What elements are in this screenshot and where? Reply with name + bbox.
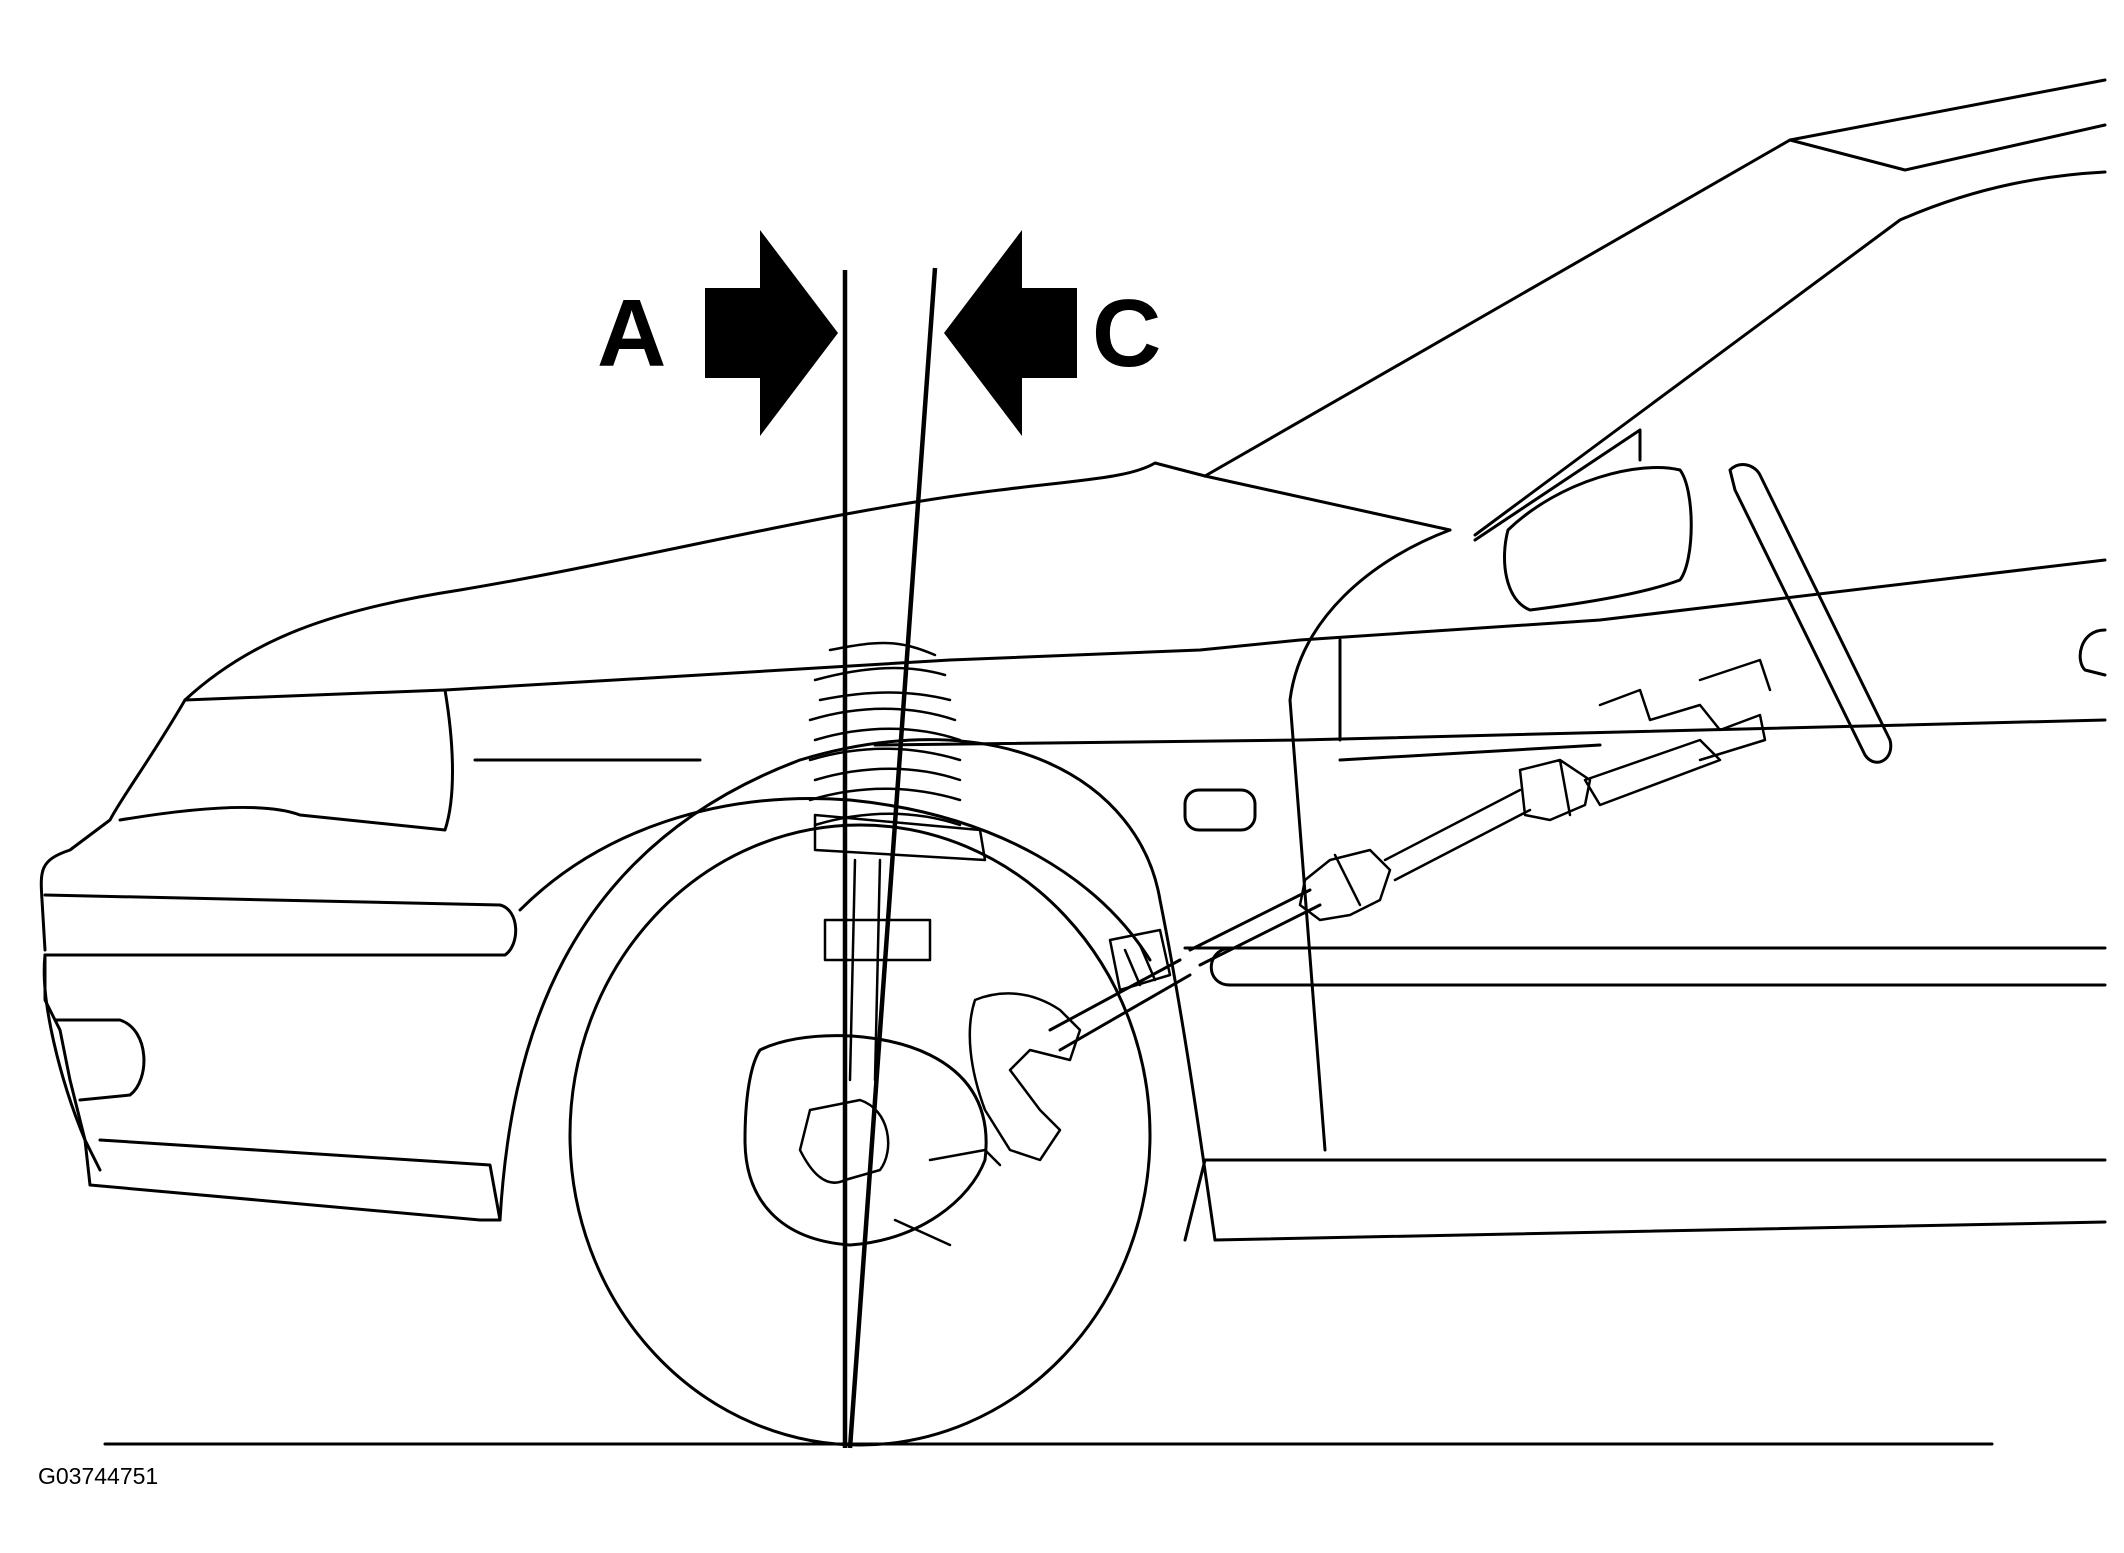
coil-spring <box>808 641 962 827</box>
grille-bar-upper <box>43 893 518 957</box>
door-card-curve <box>2078 628 2107 677</box>
fog-light <box>53 1018 146 1102</box>
headlight-outline <box>39 698 187 952</box>
steering-axis-line <box>847 267 938 1449</box>
fender-bottom <box>1183 1158 1207 1242</box>
tie-rod <box>1048 958 1192 1052</box>
door-window-inner <box>1473 428 1642 542</box>
hub-center <box>798 1098 890 1184</box>
roof-line <box>1788 123 2107 172</box>
label-c: C <box>1092 280 1162 387</box>
rocker-end <box>1209 946 1232 987</box>
wheel-arch-inner <box>518 796 1152 962</box>
sill-line-2 <box>1213 1220 2107 1242</box>
steering-shaft <box>1383 788 1532 882</box>
grille-bar-lower <box>43 953 102 1172</box>
steering-rack-boot <box>1108 928 1172 992</box>
side-marker <box>1183 788 1257 832</box>
intermediate-shaft <box>1188 888 1322 967</box>
knuckle-arm <box>893 1148 1002 1247</box>
bumper-lower <box>88 1138 502 1222</box>
steering-column <box>1583 738 1722 807</box>
upper-body-crease <box>873 718 2107 747</box>
windshield-pillar <box>1203 78 2107 478</box>
u-joint-middle <box>1518 758 1592 822</box>
side-mirror <box>1502 466 1693 612</box>
dash-line <box>1338 638 1602 762</box>
front-bumper-outline <box>42 953 92 1187</box>
beltline <box>183 558 2107 702</box>
arrow-c <box>944 230 1077 436</box>
figure-id: G03744751 <box>38 1463 159 1489</box>
hood-outline <box>183 461 1452 702</box>
front-tire <box>568 823 1152 1447</box>
headlight-lower <box>118 688 454 832</box>
door-window-frame <box>1288 528 1452 1152</box>
wheel-arch-outer <box>498 738 1217 1242</box>
arrow-a <box>705 230 838 436</box>
u-joint-lower <box>1298 848 1392 922</box>
outer-tie-rod-end <box>968 992 1082 1162</box>
windshield-inner <box>1473 170 2107 537</box>
column-bracket <box>1598 658 1772 762</box>
strut-mount <box>813 813 987 862</box>
strut-body <box>823 858 932 1082</box>
hub-assembly <box>743 1034 988 1247</box>
label-a: A <box>597 280 667 387</box>
door-handle-recess <box>1728 463 1893 764</box>
